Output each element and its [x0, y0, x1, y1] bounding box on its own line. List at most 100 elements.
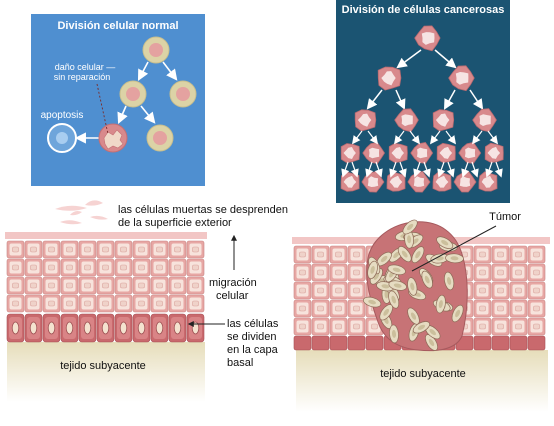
- skin-cell: [96, 276, 115, 295]
- skin-cell: [329, 245, 348, 264]
- arrow: [117, 105, 128, 125]
- epidermis-cells: [6, 240, 205, 313]
- skin-cell: [509, 299, 528, 318]
- tumor-cell: [388, 280, 407, 291]
- basal-cell: [132, 313, 151, 343]
- skin-cell: [329, 281, 348, 300]
- skin-cell: [150, 294, 169, 313]
- skin-cell: [42, 276, 61, 295]
- skin-cell: [150, 258, 169, 277]
- tumor-cell: [388, 290, 400, 309]
- tumor-basal-cell: [527, 335, 546, 351]
- apoptotic-cell: [47, 123, 77, 153]
- tumor-basal-cell: [293, 335, 312, 351]
- normal-cell: [169, 80, 197, 108]
- skin-cell: [347, 245, 366, 264]
- skin-cell: [96, 294, 115, 313]
- skin-cell: [42, 294, 61, 313]
- cancer-cell: [472, 108, 497, 133]
- tumor-cell: [412, 321, 430, 334]
- cancer-cell: [362, 142, 385, 164]
- migration-label-line1: migración: [209, 277, 257, 289]
- underlying-tissue: [7, 342, 205, 402]
- skin-cell: [60, 240, 79, 259]
- arrow: [162, 61, 178, 81]
- tumor-cell: [436, 236, 454, 250]
- tumor-cell: [379, 304, 393, 321]
- skin-cell: [42, 258, 61, 277]
- skin-cell: [6, 258, 25, 277]
- normal-division-arrows: [74, 61, 178, 144]
- skin-cell: [96, 240, 115, 259]
- normal-cell: [146, 124, 174, 152]
- cancer-division-panel: División de células cancerosas: [336, 0, 510, 203]
- skin-cell: [150, 276, 169, 295]
- cancer-cell: [484, 142, 504, 163]
- skin-cell: [78, 258, 97, 277]
- tumor-cell: [407, 307, 420, 325]
- skin-cell: [132, 240, 151, 259]
- cancer-cell: [410, 142, 434, 164]
- divide-label-line1: las células: [227, 318, 279, 330]
- tumor-skin-section: Túmor tejido subyacente: [292, 211, 550, 412]
- skin-cell: [473, 317, 492, 336]
- skin-cell: [329, 263, 348, 282]
- tumor-cell: [389, 324, 399, 344]
- skin-cell: [114, 258, 133, 277]
- basal-cell: [186, 313, 205, 343]
- skin-cell: [168, 276, 187, 295]
- cancer-cell: [448, 65, 475, 92]
- cancer-cell: [354, 109, 377, 132]
- shedding-dead-cells: [55, 200, 108, 225]
- tumor-basal-cell: [473, 335, 492, 351]
- skin-cell: [132, 294, 151, 313]
- skin-cell: [96, 258, 115, 277]
- skin-cell: [78, 240, 97, 259]
- basal-cell: [168, 313, 187, 343]
- normal-division-panel: División celular normal: [31, 14, 205, 186]
- basal-cell: [96, 313, 115, 343]
- dead-cells-label-line1: las células muertas se desprenden: [118, 204, 288, 216]
- tumor-tissue-label: tejido subyacente: [380, 368, 466, 380]
- skin-cell: [60, 294, 79, 313]
- skin-cell: [347, 317, 366, 336]
- arrow: [137, 61, 149, 81]
- basal-cell: [24, 313, 43, 343]
- divide-label-line4: basal: [227, 357, 253, 369]
- skin-cell: [509, 245, 528, 264]
- skin-cell: [347, 281, 366, 300]
- tumor-basal-cell: [347, 335, 366, 351]
- tumor-basal-cell: [365, 335, 384, 351]
- skin-cell: [491, 299, 510, 318]
- skin-cell: [186, 276, 205, 295]
- skin-cell: [168, 294, 187, 313]
- tumor-cell: [451, 304, 464, 323]
- skin-cell: [311, 299, 330, 318]
- migration-label-line2: celular: [216, 290, 249, 302]
- damage-leader-line: [96, 83, 109, 135]
- divide-label-line3: en la capa: [227, 344, 279, 356]
- cancer-cell: [386, 171, 406, 192]
- skin-cell: [114, 240, 133, 259]
- apoptosis-label: apoptosis: [41, 110, 84, 121]
- cancer-cell: [377, 66, 402, 91]
- skin-cell: [114, 294, 133, 313]
- cancer-lower-arrows: [341, 130, 503, 178]
- skin-cell: [150, 240, 169, 259]
- skin-cell: [6, 240, 25, 259]
- tumor-cell: [404, 229, 414, 249]
- skin-cell: [311, 281, 330, 300]
- cancer-cell: [340, 143, 360, 164]
- cancer-cell: [394, 108, 419, 133]
- tumor-cell: [435, 294, 446, 314]
- skin-cell: [186, 258, 205, 277]
- skin-cell: [293, 245, 312, 264]
- tumor-cell: [363, 296, 382, 308]
- skin-cell: [329, 317, 348, 336]
- skin-cell: [24, 240, 43, 259]
- skin-cell: [527, 299, 546, 318]
- skin-cell: [491, 281, 510, 300]
- damaged-cell: [98, 123, 128, 153]
- tumor-basal-cell: [509, 335, 528, 351]
- skin-cell: [347, 263, 366, 282]
